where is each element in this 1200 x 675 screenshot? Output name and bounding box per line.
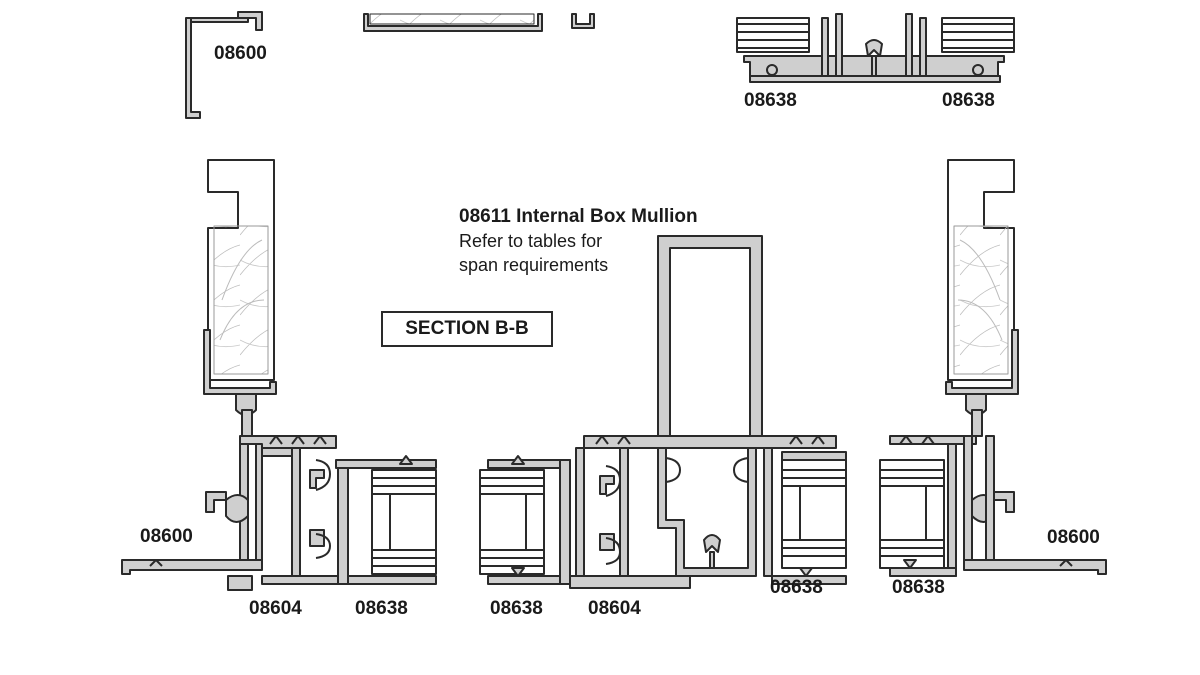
label-top-left-08600: 08600 xyxy=(214,43,267,64)
label-bottom-08604-left: 08604 xyxy=(249,598,302,619)
label-bottom-08638-right: 08638 xyxy=(892,577,945,598)
label-right-sill-08600: 08600 xyxy=(1047,527,1100,548)
top-right-assembly xyxy=(736,13,1015,83)
right-frame-assembly xyxy=(879,435,1107,577)
box-mullion-08611 xyxy=(657,235,763,439)
label-top-mid-left-08638: 08638 xyxy=(744,90,797,111)
label-bottom-08638-mullion: 08638 xyxy=(770,577,823,598)
label-left-sill-08600: 08600 xyxy=(140,526,193,547)
centre-frame-assembly xyxy=(479,435,847,589)
label-bottom-08604-centre: 08604 xyxy=(588,598,641,619)
label-top-mid-right-08638: 08638 xyxy=(942,90,995,111)
section-title-box: SECTION B-B xyxy=(381,311,553,347)
mullion-note-title: 08611 Internal Box Mullion xyxy=(459,206,698,227)
right-timber-sash xyxy=(945,159,1019,437)
label-bottom-08638-left: 08638 xyxy=(355,598,408,619)
left-frame-assembly xyxy=(121,435,437,591)
top-center-frame xyxy=(363,13,595,32)
mullion-note-line-1: Refer to tables for xyxy=(459,231,603,251)
top-left-profile-08600 xyxy=(185,11,263,119)
left-timber-sash xyxy=(203,159,277,437)
label-bottom-08638-centre: 08638 xyxy=(490,598,543,619)
mullion-note-line-2: span requirements xyxy=(459,255,609,275)
section-title: SECTION B-B xyxy=(405,318,529,339)
